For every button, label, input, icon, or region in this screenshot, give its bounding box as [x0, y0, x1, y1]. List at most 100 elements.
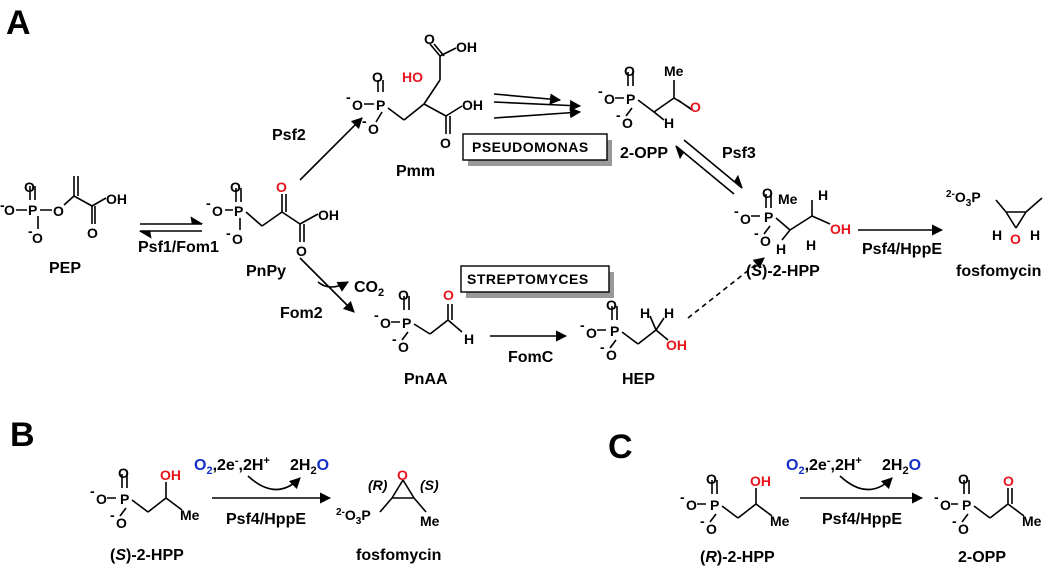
- svg-text:O: O: [380, 315, 391, 331]
- svg-text:O: O: [1003, 473, 1014, 489]
- svg-text:O: O: [53, 203, 64, 219]
- multistep-arrows-pmm-to-2opp: [493, 93, 582, 119]
- svg-text:P: P: [120, 491, 129, 507]
- enzyme-psf4-hppe-top: Psf4/HppE: [862, 241, 942, 258]
- svg-text:OH: OH: [830, 221, 851, 237]
- enzyme-fomc: FomC: [508, 349, 554, 366]
- svg-text:P: P: [28, 202, 37, 218]
- svg-text:2-O3P: 2-O3P: [946, 189, 981, 209]
- arrow-pnpy-to-pnaa: [299, 257, 355, 313]
- water-c: 2H2O: [882, 457, 921, 477]
- svg-text:O: O: [586, 325, 597, 341]
- shpp-label-top: (S)-2-HPP: [746, 263, 820, 280]
- svg-text:H: H: [818, 187, 828, 203]
- svg-text:-: -: [362, 113, 367, 129]
- svg-text:O: O: [397, 467, 408, 483]
- svg-text:P: P: [402, 315, 411, 331]
- svg-text:-: -: [734, 203, 739, 219]
- svg-text:OH: OH: [106, 191, 127, 207]
- enzyme-psf2: Psf2: [272, 127, 306, 144]
- svg-text:OH: OH: [750, 473, 771, 489]
- svg-text:Me: Me: [770, 513, 790, 529]
- pseudomonas-box: PSEUDOMONAS: [462, 133, 612, 166]
- rhpp-label-c: (R)-2-HPP: [700, 549, 775, 566]
- svg-text:O: O: [232, 231, 243, 247]
- svg-text:O: O: [230, 179, 241, 195]
- dashed-arrow-hep-to-shpp: [687, 257, 765, 319]
- svg-text:O: O: [940, 497, 951, 513]
- pnaa-label: PnAA: [404, 371, 448, 388]
- svg-text:P: P: [610, 323, 619, 339]
- svg-text:O: O: [96, 491, 107, 507]
- svg-text:P: P: [234, 203, 243, 219]
- svg-text:Me: Me: [180, 507, 200, 523]
- svg-text:-: -: [754, 225, 759, 241]
- svg-text:-: -: [0, 197, 5, 213]
- arrow-pnpy-to-pmm: [299, 117, 363, 181]
- panel-label-a: A: [6, 4, 31, 42]
- svg-text:OH: OH: [456, 39, 477, 55]
- svg-text:O: O: [690, 99, 701, 115]
- svg-text:OH: OH: [160, 467, 181, 483]
- svg-text:H: H: [1030, 227, 1040, 243]
- svg-text:OH: OH: [462, 97, 483, 113]
- svg-text:O: O: [958, 521, 969, 537]
- svg-text:O: O: [296, 243, 307, 259]
- svg-text:Me: Me: [778, 191, 798, 207]
- svg-text:Me: Me: [1022, 513, 1042, 529]
- svg-text:O: O: [118, 465, 129, 481]
- hep-structure: O - O P - O H H OH: [580, 297, 687, 363]
- svg-text:O: O: [604, 91, 615, 107]
- streptomyces-box: STREPTOMYCES: [460, 265, 614, 298]
- svg-text:Me: Me: [420, 513, 440, 529]
- svg-text:H: H: [992, 227, 1002, 243]
- co2-label: CO2: [354, 279, 384, 299]
- svg-text:O: O: [624, 63, 635, 79]
- fosfomycin-label-b: fosfomycin: [356, 547, 441, 564]
- svg-text:O: O: [424, 31, 435, 47]
- svg-text:H: H: [464, 331, 474, 347]
- svg-text:O: O: [686, 497, 697, 513]
- reagent-arc-c: [839, 475, 893, 491]
- svg-text:STREPTOMYCES: STREPTOMYCES: [467, 271, 589, 287]
- svg-text:O: O: [398, 339, 409, 355]
- rhpp-structure-c: O - O P - O OH Me: [680, 471, 790, 537]
- svg-text:OH: OH: [666, 337, 687, 353]
- fosfomycin-label-top: fosfomycin: [956, 263, 1041, 280]
- svg-text:O: O: [958, 471, 969, 487]
- shpp-label-b: (S)-2-HPP: [110, 547, 184, 564]
- svg-text:O: O: [4, 202, 15, 218]
- reagent-arc-b: [247, 475, 301, 491]
- svg-text:-: -: [934, 489, 939, 505]
- svg-text:O: O: [740, 211, 751, 227]
- svg-text:-: -: [392, 331, 397, 347]
- co2-release-arrow: [317, 281, 349, 292]
- svg-text:P: P: [710, 497, 719, 513]
- svg-text:P: P: [626, 91, 635, 107]
- svg-text:-: -: [616, 107, 621, 123]
- svg-text:O: O: [606, 347, 617, 363]
- svg-text:-: -: [600, 339, 605, 355]
- shpp-structure-b: O - O P - O OH Me: [90, 465, 200, 531]
- svg-text:-: -: [90, 483, 95, 499]
- enzyme-psf3: Psf3: [722, 145, 756, 162]
- svg-text:-: -: [206, 195, 211, 211]
- svg-text:HO: HO: [402, 69, 423, 85]
- svg-text:O: O: [212, 203, 223, 219]
- fosfomycin-structure-b: 2-O3P O (R) (S) Me: [336, 467, 440, 529]
- svg-text:-: -: [28, 223, 33, 239]
- svg-text:-: -: [680, 489, 685, 505]
- svg-text:O: O: [32, 230, 43, 246]
- hep-label: HEP: [622, 371, 655, 388]
- 2opp-structure-c: O - O P - O O Me: [934, 471, 1042, 537]
- svg-text:O: O: [606, 297, 617, 313]
- 2opp-label-c: 2-OPP: [958, 549, 1006, 566]
- svg-text:O: O: [1010, 231, 1021, 247]
- svg-text:O: O: [116, 515, 127, 531]
- svg-text:H: H: [806, 237, 816, 253]
- svg-text:-: -: [598, 83, 603, 99]
- svg-text:H: H: [664, 115, 674, 131]
- svg-text:O: O: [352, 97, 363, 113]
- svg-text:O: O: [760, 233, 771, 249]
